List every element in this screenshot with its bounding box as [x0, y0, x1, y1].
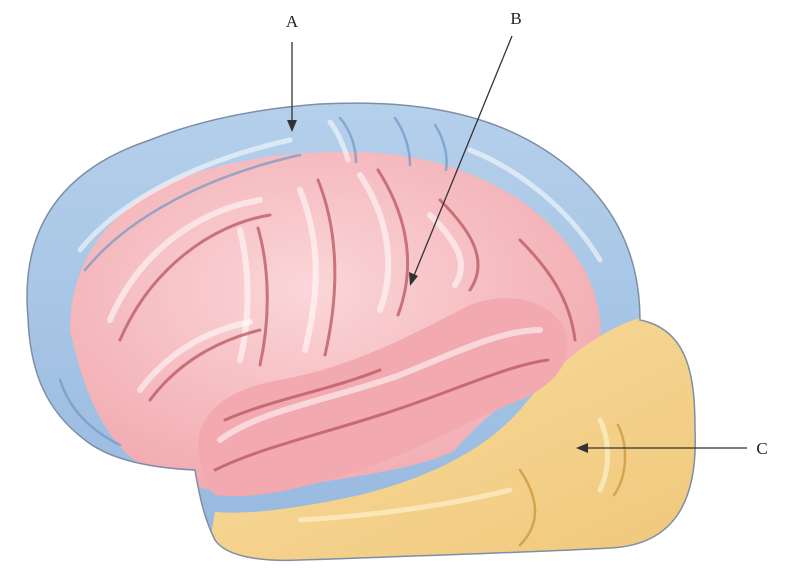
label-a: A	[286, 12, 299, 31]
label-c: C	[756, 439, 767, 458]
label-b: B	[510, 9, 521, 28]
